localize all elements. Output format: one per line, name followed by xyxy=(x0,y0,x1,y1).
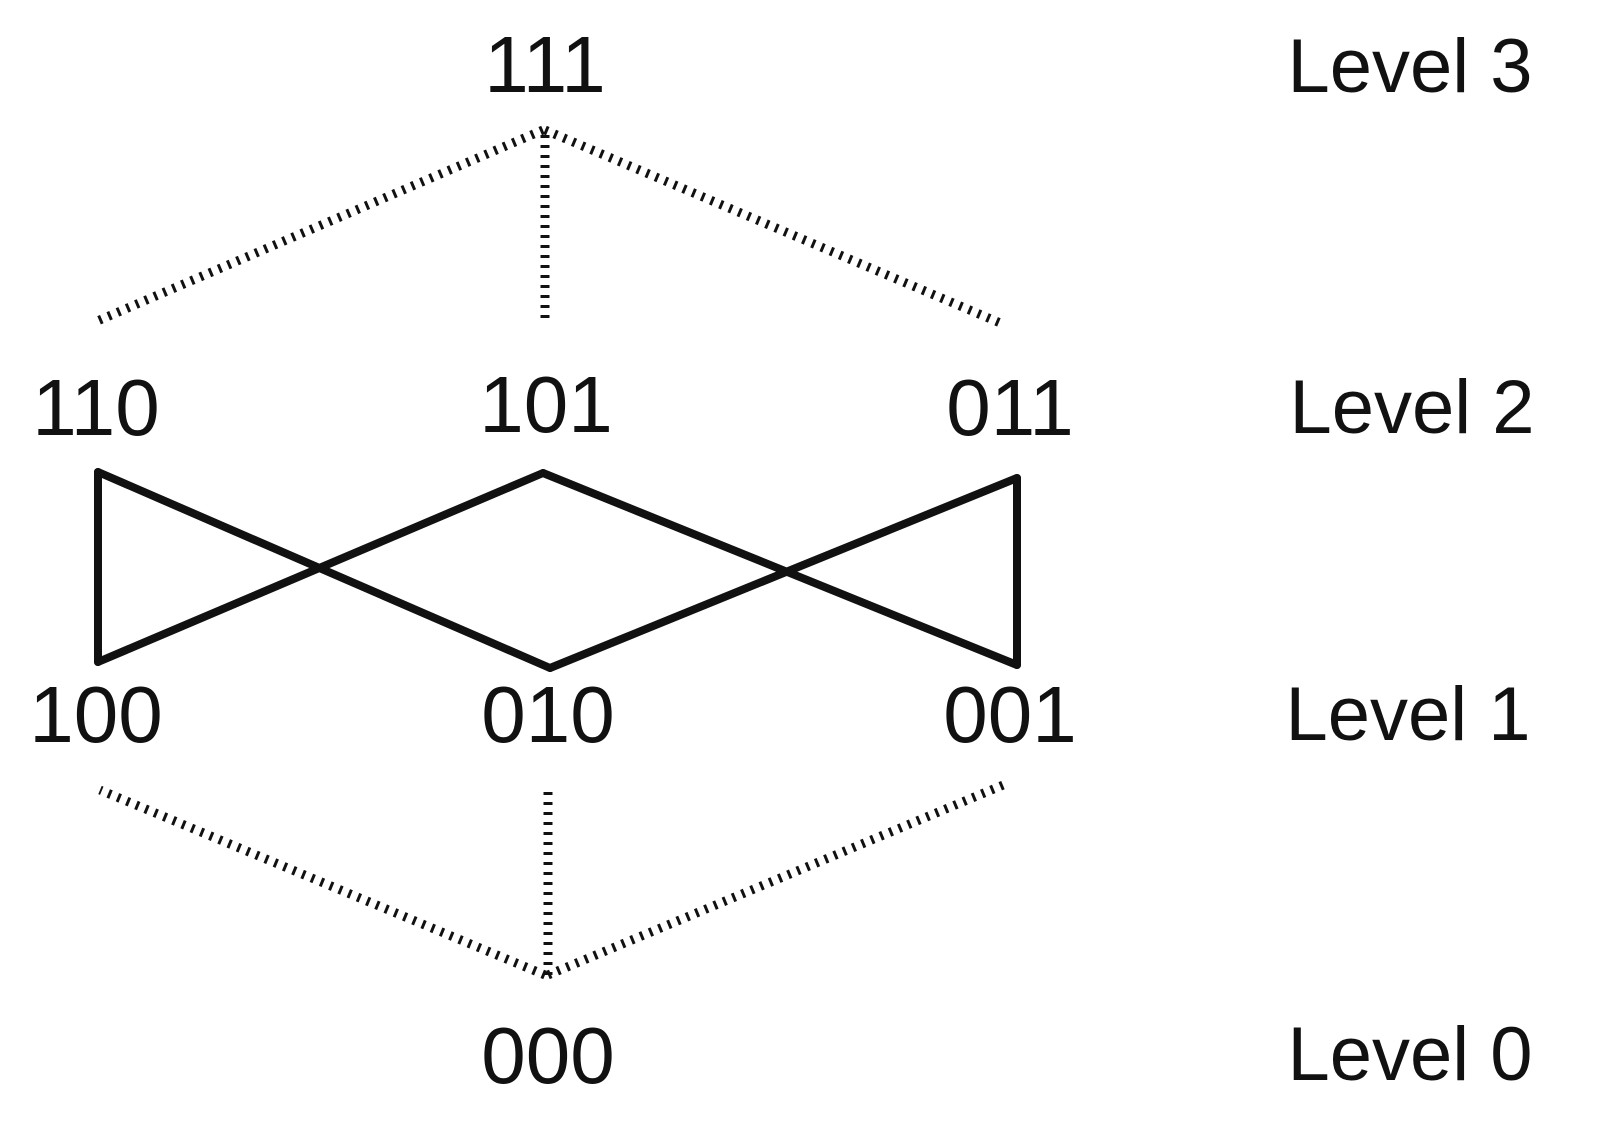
node-110: 110 xyxy=(32,363,160,452)
level-3-label: Level 3 xyxy=(1287,24,1532,109)
node-111: 111 xyxy=(484,20,606,109)
edge-000-100 xyxy=(98,785,547,980)
node-010: 010 xyxy=(481,670,614,759)
level-1-label: Level 1 xyxy=(1285,672,1530,757)
level-0-label: Level 0 xyxy=(1287,1012,1532,1097)
node-000: 000 xyxy=(481,1011,614,1100)
edge-011-010 xyxy=(546,474,1021,672)
node-011: 011 xyxy=(946,363,1074,452)
edge-111-011 xyxy=(543,125,1007,330)
edge-101-001 xyxy=(539,469,1021,669)
level-2-label: Level 2 xyxy=(1289,365,1534,450)
node-100: 100 xyxy=(29,670,162,759)
node-101: 101 xyxy=(479,360,612,449)
edge-101-100 xyxy=(94,469,547,666)
edge-111-110 xyxy=(93,125,545,327)
edge-000-001 xyxy=(546,778,1010,980)
node-001: 001 xyxy=(943,670,1076,759)
